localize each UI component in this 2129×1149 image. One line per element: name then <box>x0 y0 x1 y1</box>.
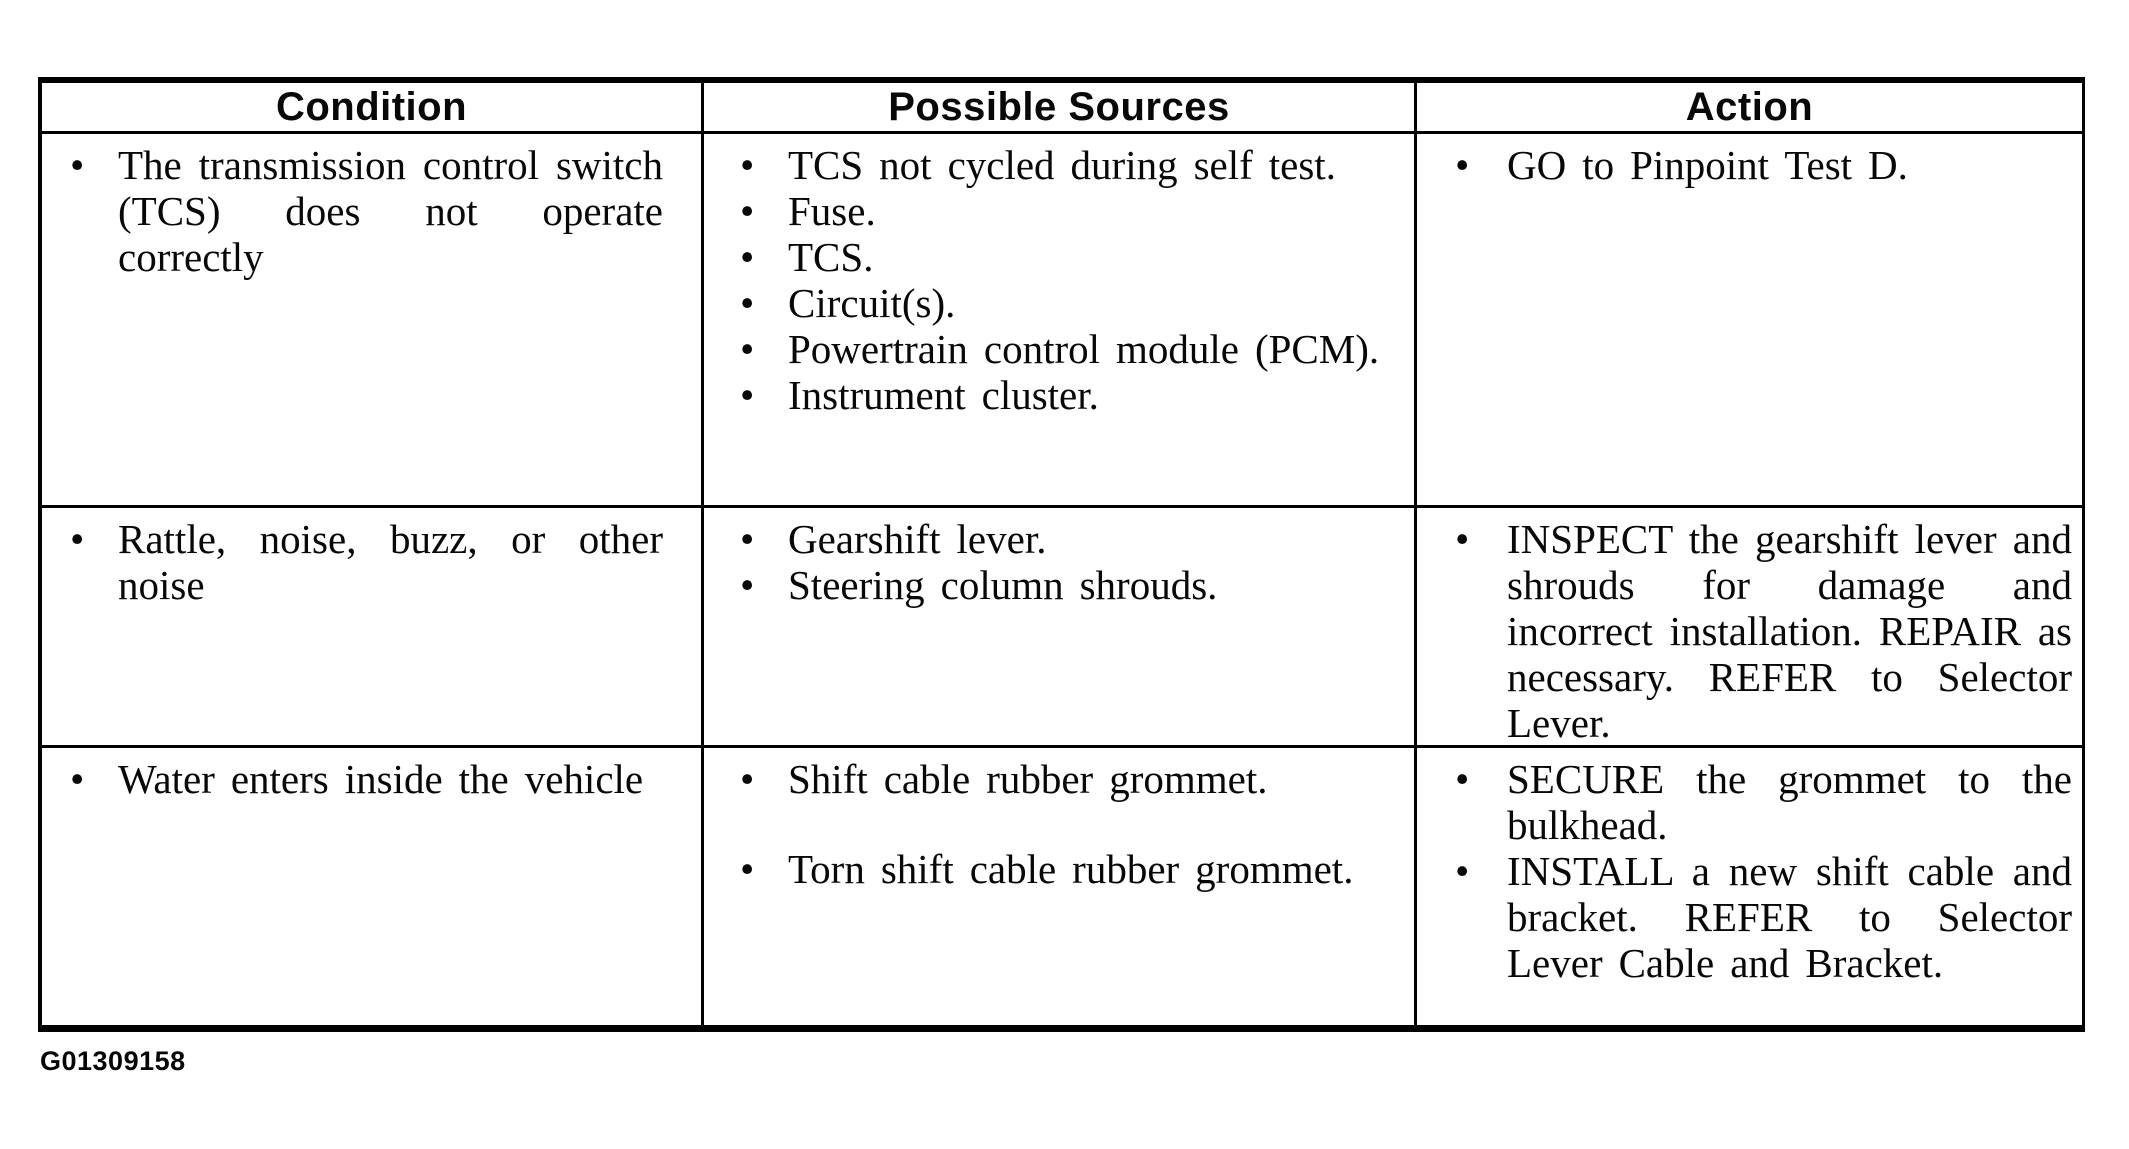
bullet-icon: • <box>70 142 85 188</box>
diagnostic-table: Condition Possible Sources Action • The … <box>38 77 2085 1032</box>
possible-source-text: Shift cable rubber grommet. <box>788 756 1268 802</box>
column-header-action-label: Action <box>1685 84 1814 129</box>
condition-text: Rattle, noise, buzz, or other noise <box>118 516 663 608</box>
bullet-icon: • <box>70 516 85 562</box>
list-item: • Rattle, noise, buzz, or other noise <box>68 516 689 608</box>
bullet-icon: • <box>740 756 755 802</box>
list-item: • Water enters inside the vehicle <box>68 756 689 802</box>
possible-source-text: TCS not cycled during self test. <box>788 142 1336 188</box>
action-cell-row1: • GO to Pinpoint Test D. <box>1417 134 2082 508</box>
list-item: • Powertrain control module (PCM). <box>738 326 1402 372</box>
list-item: • Fuse. <box>738 188 1402 234</box>
possible-source-text: Powertrain control module (PCM). <box>788 326 1380 372</box>
bullet-icon: • <box>740 372 755 418</box>
list-item: • INSTALL a new shift cable and bracket.… <box>1453 848 2072 986</box>
list-item: • TCS. <box>738 234 1402 280</box>
possible-source-text: Steering column shrouds. <box>788 562 1218 608</box>
possible-source-text: Instrument cluster. <box>788 372 1099 418</box>
bullet-icon: • <box>740 142 755 188</box>
bullet-icon: • <box>740 280 755 326</box>
list-item: • Steering column shrouds. <box>738 562 1402 608</box>
list-item: • Torn shift cable rubber grommet. <box>738 846 1402 892</box>
possible-sources-cell-row3: • Shift cable rubber grommet. • Torn shi… <box>704 748 1417 1025</box>
possible-sources-cell-row2: • Gearshift lever. • Steering column shr… <box>704 508 1417 748</box>
condition-cell-row2: • Rattle, noise, buzz, or other noise <box>42 508 704 748</box>
column-header-action: Action <box>1417 83 2082 134</box>
action-text: INSPECT the gearshift lever and shrouds … <box>1507 516 2072 746</box>
bullet-icon: • <box>740 188 755 234</box>
action-text: SECURE the grommet to the bulkhead. <box>1507 756 2072 848</box>
condition-text: Water enters inside the vehicle <box>118 756 644 802</box>
condition-cell-row1: • The transmission control switch (TCS) … <box>42 134 704 508</box>
list-item: • GO to Pinpoint Test D. <box>1453 142 2072 188</box>
bullet-icon: • <box>70 756 85 802</box>
condition-cell-row3: • Water enters inside the vehicle <box>42 748 704 1025</box>
list-item: • TCS not cycled during self test. <box>738 142 1402 188</box>
list-item: • Instrument cluster. <box>738 372 1402 418</box>
figure-id-label: G01309158 <box>40 1046 186 1076</box>
action-cell-row3: • SECURE the grommet to the bulkhead. • … <box>1417 748 2082 1025</box>
possible-sources-cell-row1: • TCS not cycled during self test. • Fus… <box>704 134 1417 508</box>
bullet-icon: • <box>740 326 755 372</box>
column-header-condition: Condition <box>42 83 704 134</box>
column-header-possible-sources-label: Possible Sources <box>888 84 1230 129</box>
possible-source-text: Gearshift lever. <box>788 516 1047 562</box>
list-item: • SECURE the grommet to the bulkhead. <box>1453 756 2072 848</box>
bullet-icon: • <box>1455 516 1470 562</box>
list-item: • Circuit(s). <box>738 280 1402 326</box>
action-text: GO to Pinpoint Test D. <box>1507 142 1908 188</box>
action-text: INSTALL a new shift cable and bracket. R… <box>1507 848 2072 986</box>
list-item: • Gearshift lever. <box>738 516 1402 562</box>
column-header-condition-label: Condition <box>275 84 468 129</box>
bullet-icon: • <box>1455 142 1470 188</box>
list-item: • Shift cable rubber grommet. <box>738 756 1402 802</box>
possible-source-text: TCS. <box>788 234 874 280</box>
bullet-icon: • <box>740 846 755 892</box>
column-header-possible-sources: Possible Sources <box>704 83 1417 134</box>
bullet-icon: • <box>1455 756 1470 802</box>
bullet-icon: • <box>740 234 755 280</box>
possible-source-text: Circuit(s). <box>788 280 956 326</box>
bullet-icon: • <box>740 516 755 562</box>
bullet-icon: • <box>1455 848 1470 894</box>
list-item: • The transmission control switch (TCS) … <box>68 142 689 280</box>
bullet-icon: • <box>740 562 755 608</box>
condition-text: The transmission control switch (TCS) do… <box>118 142 663 280</box>
action-cell-row2: • INSPECT the gearshift lever and shroud… <box>1417 508 2082 748</box>
possible-source-text: Torn shift cable rubber grommet. <box>788 846 1354 892</box>
list-item: • INSPECT the gearshift lever and shroud… <box>1453 516 2072 746</box>
possible-source-text: Fuse. <box>788 188 876 234</box>
